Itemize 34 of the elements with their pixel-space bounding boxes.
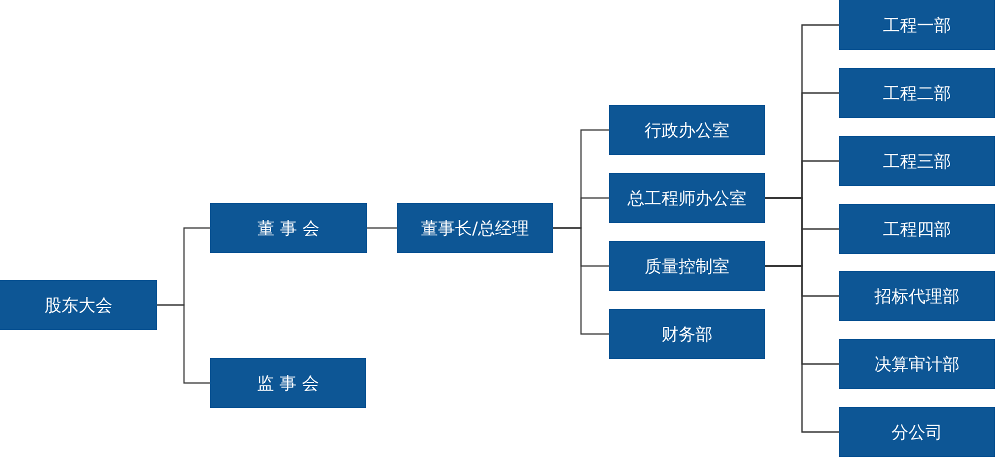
unit-name: 董 事 会	[258, 218, 320, 240]
org-unit-box	[609, 105, 765, 155]
org-unit-box	[397, 203, 553, 253]
unit-name: 质量控制室	[644, 256, 730, 278]
unit-name: 工程二部	[883, 82, 951, 104]
connector-line	[553, 227, 609, 335]
unit-name: 董事长/总经理	[421, 218, 529, 240]
connector-line	[157, 304, 210, 384]
org-unit-box	[839, 204, 995, 254]
org-unit-box	[210, 358, 366, 408]
unit-name: 工程三部	[883, 150, 951, 172]
org-unit-box	[210, 203, 367, 253]
unit-name: 行政办公室	[644, 120, 730, 142]
org-unit-box	[609, 173, 765, 223]
connector-line	[367, 227, 397, 229]
org-unit-box	[609, 241, 765, 291]
unit-name: 财务部	[662, 324, 712, 346]
unit-name: 决算审计部	[874, 354, 960, 376]
org-unit-box	[839, 68, 995, 118]
unit-name: 工程一部	[883, 14, 951, 36]
unit-name: 股东大会	[44, 294, 112, 316]
unit-name: 招标代理部	[874, 286, 960, 308]
unit-name: 分公司	[892, 422, 942, 444]
org-unit-box	[0, 280, 157, 330]
org-unit-box	[839, 271, 995, 321]
org-unit-box	[609, 309, 765, 359]
org-unit-box	[839, 339, 995, 389]
unit-name: 监 事 会	[257, 372, 319, 394]
unit-name: 总工程师办公室	[628, 188, 746, 210]
org-unit-box	[839, 407, 995, 457]
connector-line	[765, 265, 839, 433]
org-unit-box	[839, 0, 995, 50]
org-unit-box	[839, 136, 995, 186]
unit-name: 工程四部	[883, 218, 951, 240]
